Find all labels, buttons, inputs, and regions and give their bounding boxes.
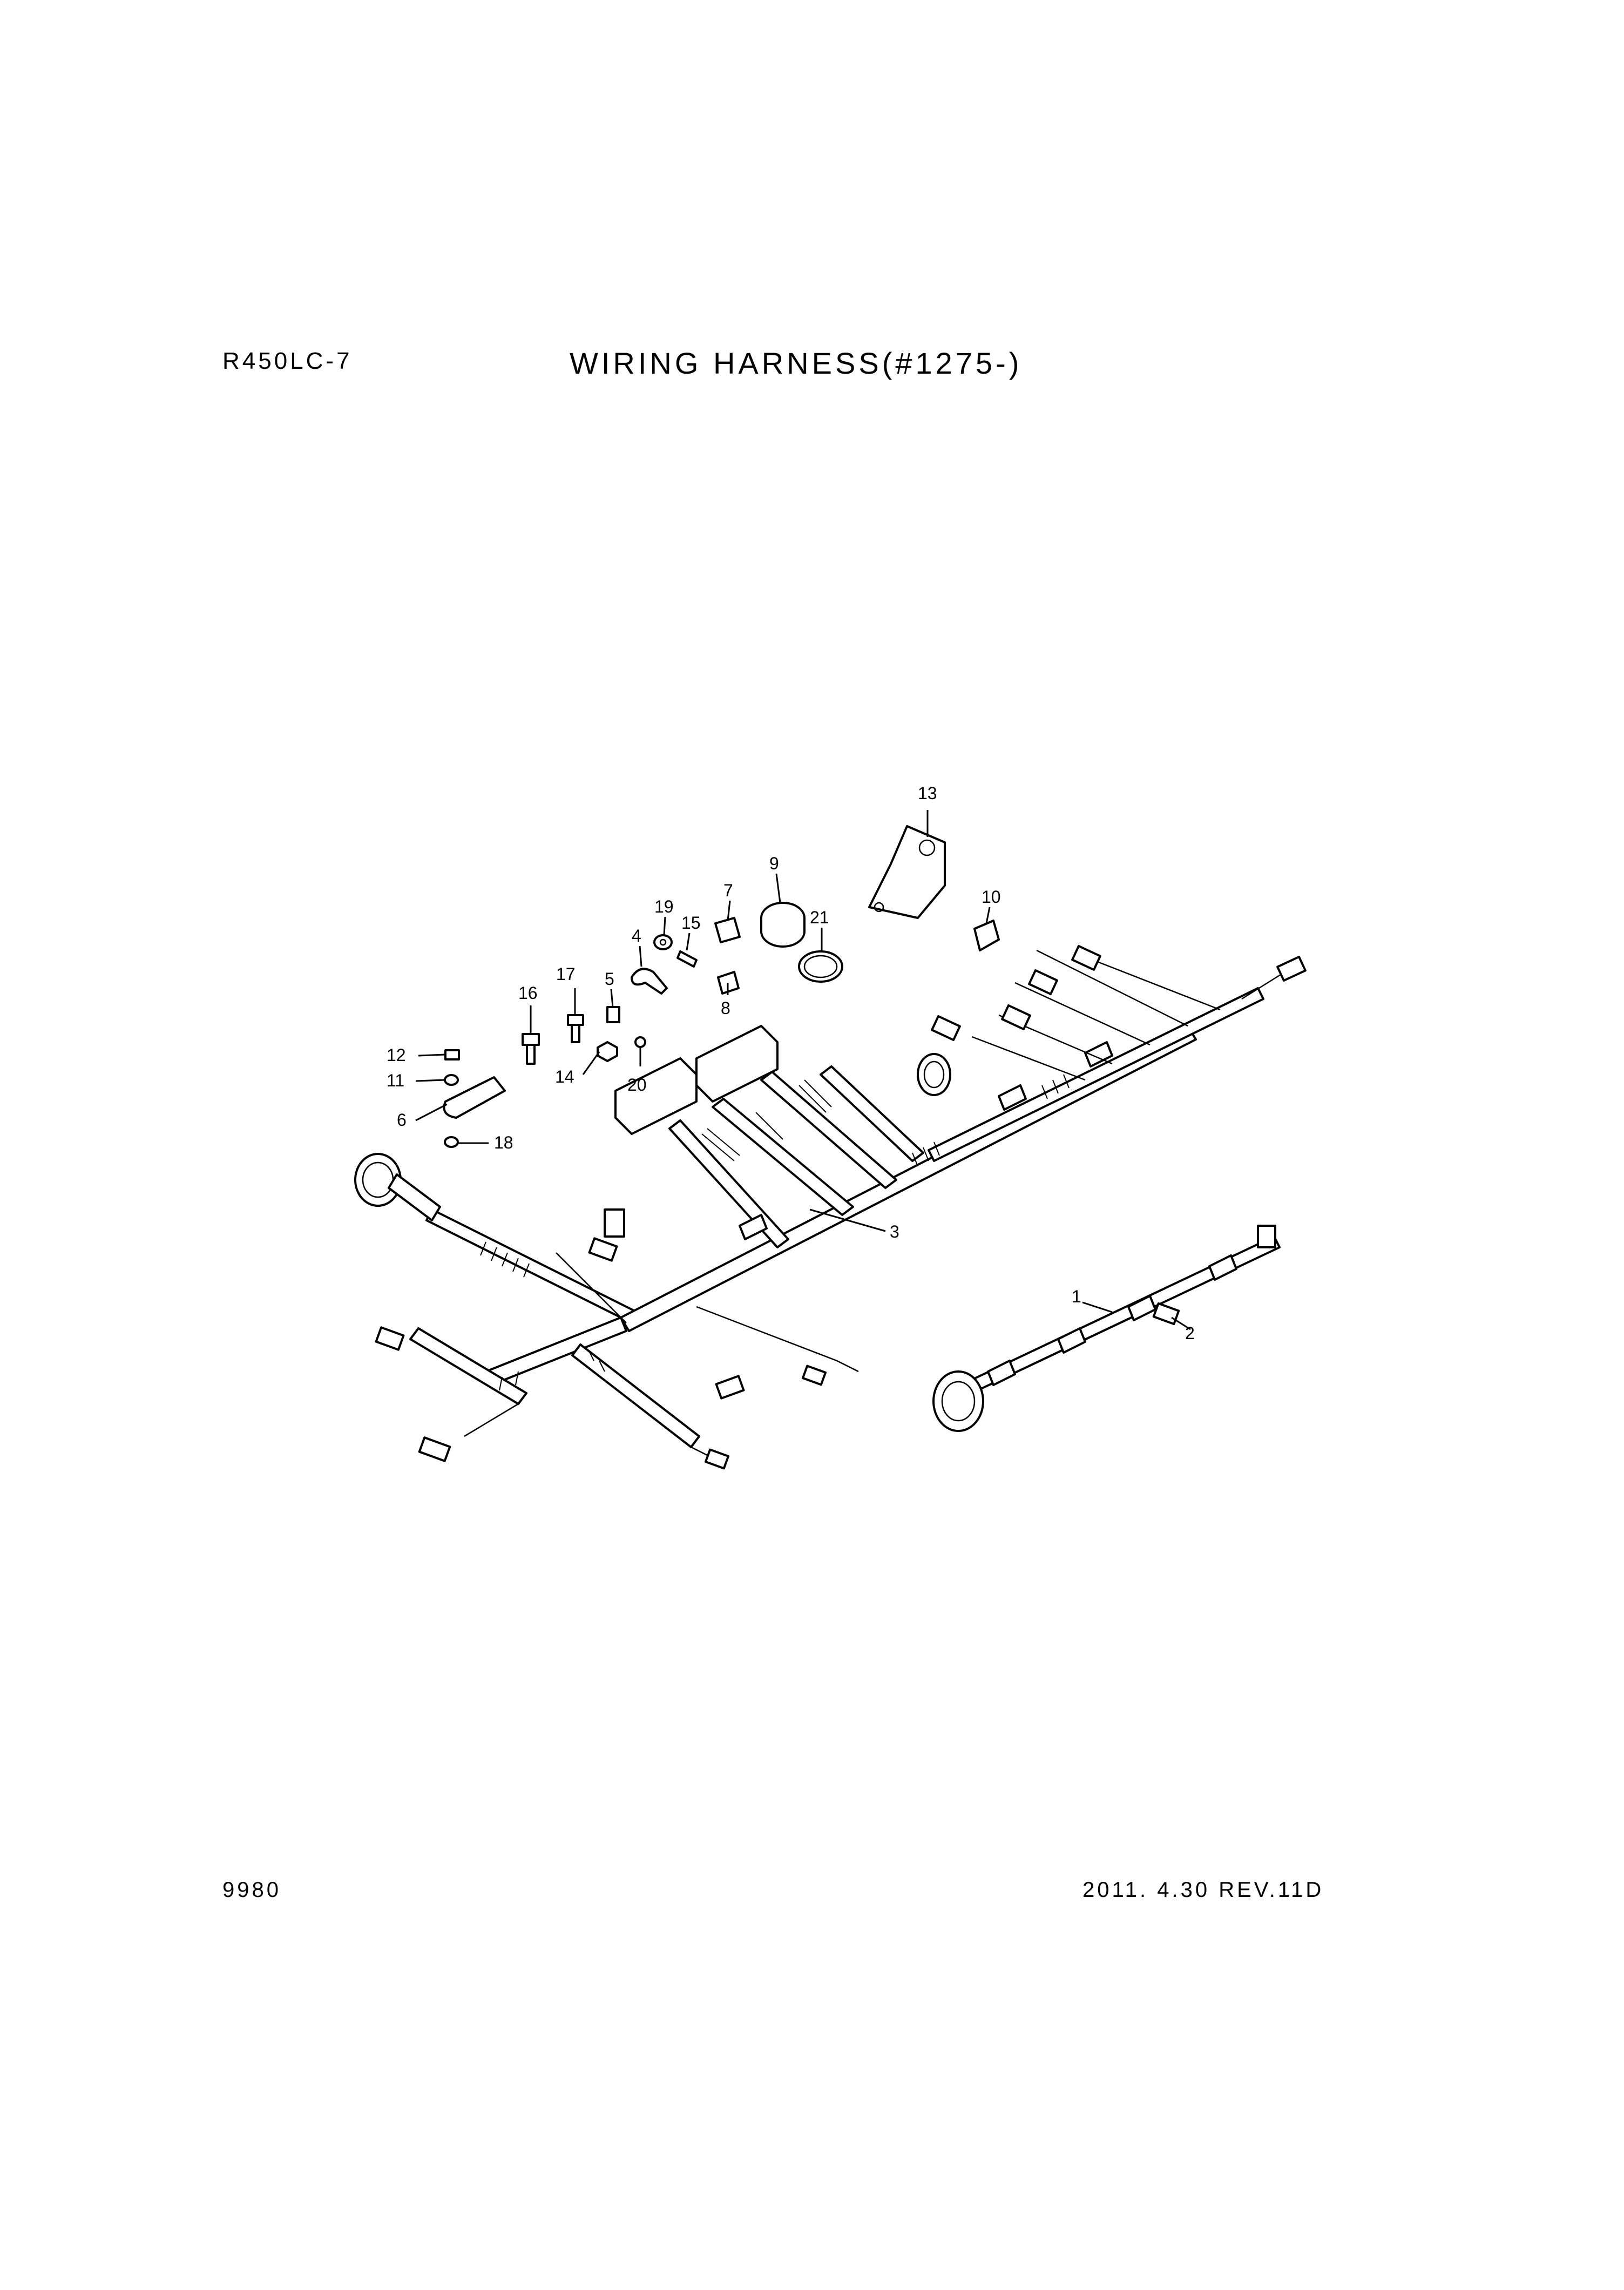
callout-6: 6	[397, 1110, 407, 1130]
callout-8: 8	[721, 998, 730, 1018]
leader-lines	[415, 810, 1191, 1330]
callout-12: 12	[387, 1045, 406, 1065]
hardware-parts	[443, 825, 1000, 1148]
callout-18: 18	[494, 1133, 513, 1152]
callout-9: 9	[769, 854, 779, 873]
callout-14: 14	[555, 1067, 574, 1086]
callout-10: 10	[982, 887, 1001, 907]
callout-4: 4	[632, 926, 641, 945]
main-harness	[354, 945, 1307, 1470]
callout-3: 3	[890, 1222, 899, 1241]
revision-date: 2011. 4.30 REV.11D	[1082, 1878, 1324, 1902]
model-code: R450LC-7	[222, 348, 353, 374]
callout-2: 2	[1185, 1323, 1195, 1343]
callout-11: 11	[387, 1071, 404, 1090]
callout-1: 1	[1072, 1287, 1081, 1306]
callout-20: 20	[627, 1075, 647, 1095]
callout-labels: 13 9 21 10 7 8 19 15 4 5 17 16 14 20 12 …	[387, 783, 1195, 1343]
callout-13: 13	[918, 783, 937, 803]
callout-17: 17	[556, 964, 576, 984]
page-number: 9980	[222, 1878, 281, 1902]
callout-15: 15	[681, 913, 701, 933]
callout-5: 5	[605, 969, 614, 989]
sub-harness	[932, 1225, 1281, 1432]
page-title: WIRING HARNESS(#1275-)	[570, 346, 1023, 380]
callout-16: 16	[518, 983, 538, 1003]
callout-21: 21	[810, 908, 829, 927]
callout-19: 19	[654, 897, 674, 916]
callout-7: 7	[723, 881, 733, 900]
